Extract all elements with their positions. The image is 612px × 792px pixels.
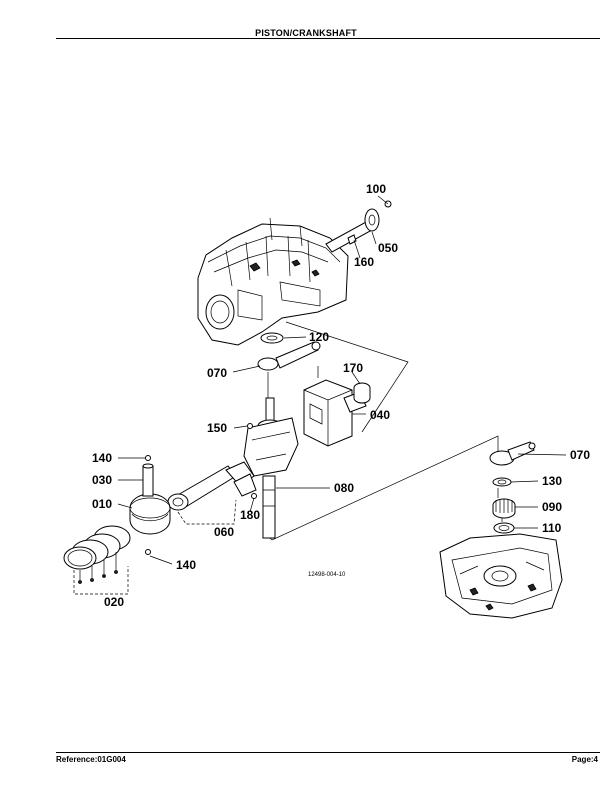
drawing-number: 12498-004-10 [308, 572, 346, 578]
governor-shaft-050 [325, 200, 392, 253]
page-title: PISTON/CRANKSHAFT [255, 28, 357, 38]
circlips-140 [145, 455, 151, 555]
label-140-bottom: 140 [176, 558, 196, 572]
connecting-rod-060 [167, 461, 257, 511]
label-110: 110 [542, 521, 562, 535]
washer-130 [492, 477, 512, 487]
label-050: 050 [378, 241, 398, 255]
label-130: 130 [542, 474, 562, 488]
piston-rings-020 [63, 525, 131, 570]
label-170: 170 [343, 361, 363, 375]
assembly-lines [73, 321, 503, 595]
piston-010 [129, 493, 171, 535]
piston-pin-030 [142, 463, 154, 497]
label-070-upper: 070 [207, 366, 227, 380]
label-160: 160 [354, 255, 374, 269]
label-060: 060 [214, 525, 234, 539]
label-100: 100 [366, 182, 386, 196]
footer-reference: Reference:01G004 [56, 755, 126, 764]
collar-170 [353, 382, 371, 404]
gear-090 [492, 498, 516, 519]
label-030: 030 [92, 473, 112, 487]
label-120: 120 [309, 330, 329, 344]
footer-page-number: Page:4 [571, 755, 598, 764]
crankshaft-080 [243, 397, 299, 539]
label-070-lower: 070 [570, 448, 590, 462]
crankcase-cover [439, 533, 563, 619]
footer-divider [56, 752, 600, 753]
label-010: 010 [92, 497, 112, 511]
crankcase-housing [197, 217, 349, 346]
header-divider [56, 38, 600, 39]
label-140-top: 140 [92, 451, 112, 465]
label-180: 180 [240, 508, 260, 522]
label-020: 020 [104, 595, 124, 609]
label-090: 090 [542, 500, 562, 514]
balancer-070-upper [257, 341, 321, 371]
leader-lines [117, 195, 567, 565]
label-080: 080 [334, 481, 354, 495]
washer-120 [260, 332, 284, 344]
balancer-070-lower [489, 441, 536, 466]
label-150: 150 [207, 421, 227, 435]
washer-110 [493, 522, 515, 534]
label-040: 040 [370, 408, 390, 422]
